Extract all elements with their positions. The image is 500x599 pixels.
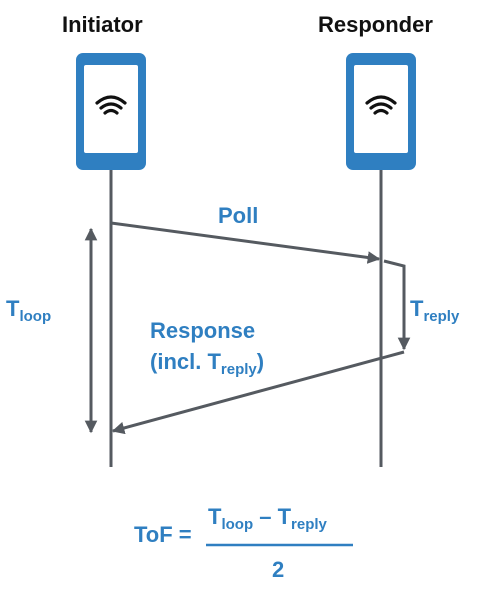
poll-label: Poll [218, 203, 259, 228]
formula-num-sub1: loop [221, 516, 254, 533]
treply-sub: reply [423, 308, 460, 325]
tloop-label: Tloop [6, 296, 52, 325]
initiator-title: Initiator [62, 12, 143, 37]
response-detail-sub: reply [220, 361, 257, 378]
response-arrow [111, 350, 405, 435]
responder-device-icon [346, 53, 416, 170]
treply-arrow [383, 259, 411, 351]
poll-arrow [110, 221, 381, 264]
formula-denominator: 2 [272, 557, 285, 582]
response-detail-label: (incl. Treply) [150, 349, 265, 378]
treply-T: T [410, 296, 424, 321]
formula-num-T1: T [208, 504, 222, 529]
formula-lhs: ToF = [134, 522, 192, 547]
response-label: Response [150, 318, 256, 343]
formula-minus: – [253, 504, 278, 529]
response-detail-suffix: ) [256, 349, 265, 374]
wifi-signal-icon [365, 95, 397, 115]
formula-numerator: Tloop – Treply [208, 504, 327, 533]
responder-title: Responder [318, 12, 433, 37]
tloop-T: T [6, 296, 20, 321]
wifi-signal-icon [95, 95, 127, 115]
tloop-sub: loop [19, 308, 52, 325]
response-detail-prefix: (incl. T [150, 349, 221, 374]
initiator-device-icon [76, 53, 146, 170]
formula-num-sub2: reply [291, 516, 327, 533]
treply-label: Treply [410, 296, 460, 325]
formula-num-T2: T [277, 504, 292, 529]
